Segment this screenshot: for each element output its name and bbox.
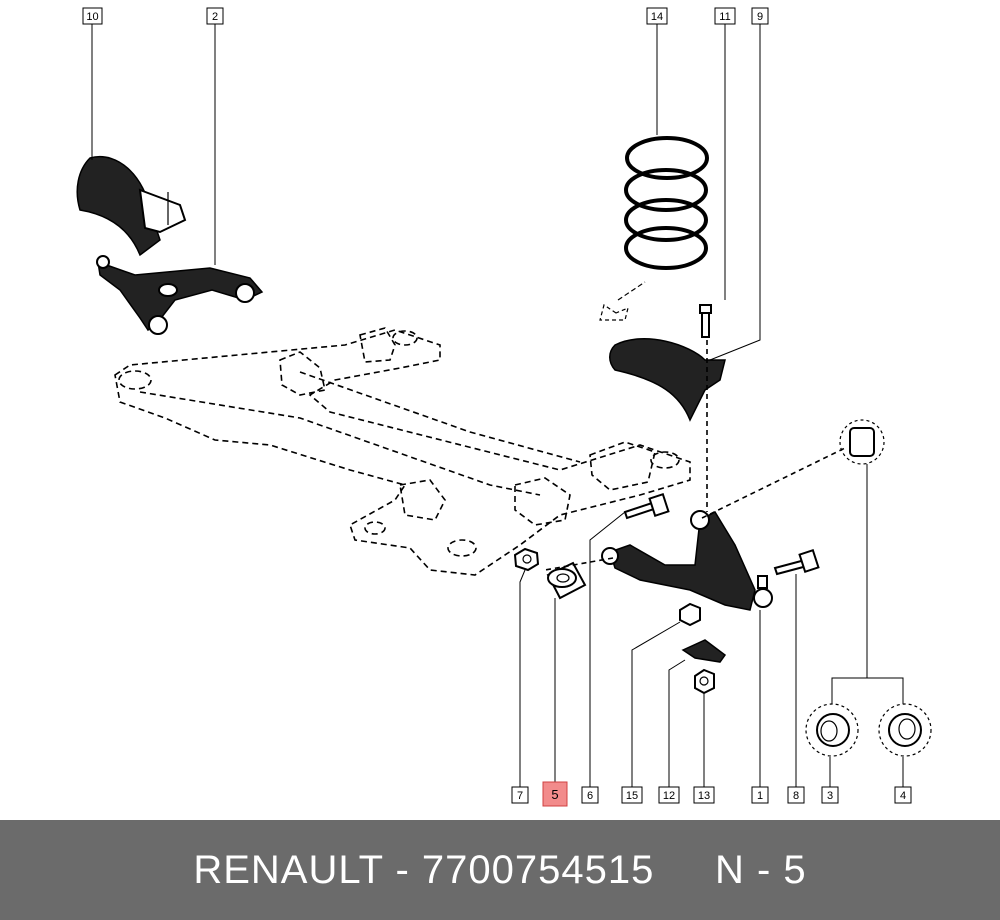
part-14-coil-spring — [599, 136, 709, 321]
svg-text:14: 14 — [651, 11, 663, 23]
footer-caption: RENAULT - 7700754515 N - 5 — [193, 848, 806, 893]
callout-4: 4 — [894, 786, 912, 804]
leader-lines — [91, 24, 904, 787]
part-4-bushing — [878, 703, 932, 757]
part-8-bolt — [773, 549, 820, 576]
svg-text:9: 9 — [757, 11, 763, 23]
callout-13: 13 — [693, 786, 715, 804]
separator: - — [395, 847, 410, 892]
callout-15: 15 — [621, 786, 643, 804]
svg-text:10: 10 — [86, 11, 98, 23]
subframe-drawing — [114, 327, 691, 576]
svg-text:1: 1 — [757, 790, 763, 802]
svg-text:11: 11 — [719, 11, 730, 23]
part-number: 7700754515 — [421, 847, 655, 892]
callout-8: 8 — [787, 786, 805, 804]
part-2-control-arm — [96, 255, 264, 335]
callout-3: 3 — [821, 786, 839, 804]
callout-6: 6 — [581, 786, 599, 804]
callout-1: 1 — [751, 786, 769, 804]
part-13-nut — [694, 668, 715, 695]
callout-12: 12 — [658, 786, 680, 804]
svg-text:12: 12 — [663, 790, 675, 802]
part-7-nut — [513, 547, 540, 572]
svg-text:5: 5 — [551, 787, 558, 802]
part-12-plate — [681, 639, 727, 663]
svg-text:6: 6 — [587, 790, 593, 802]
callout-9: 9 — [751, 7, 769, 25]
part-3-bushing — [805, 703, 859, 757]
part-5-bushing — [546, 561, 587, 600]
part-15-nut — [679, 602, 701, 627]
arm-end-bushing — [544, 419, 885, 571]
callout-11: 11 — [714, 7, 736, 25]
callout-7: 7 — [511, 786, 529, 804]
footer-bar: RENAULT - 7700754515 N - 5 — [0, 820, 1000, 920]
svg-text:8: 8 — [793, 790, 799, 802]
svg-text:15: 15 — [626, 790, 638, 802]
svg-text:4: 4 — [900, 790, 906, 802]
callout-5: 5 — [542, 781, 568, 807]
callout-2: 2 — [206, 7, 224, 25]
svg-text:2: 2 — [212, 11, 218, 23]
part-9-shield — [609, 338, 726, 512]
callout-10: 10 — [82, 7, 103, 25]
part-11-bolt — [699, 304, 712, 338]
svg-text:13: 13 — [698, 790, 710, 802]
callout-14: 14 — [646, 7, 668, 25]
brand-name: RENAULT — [193, 847, 384, 892]
part-10-shield — [76, 155, 187, 257]
svg-text:7: 7 — [517, 790, 523, 802]
suspension-exploded-diagram: 10 2 14 11 9 7 5 6 15 12 13 1 — [76, 7, 932, 807]
part-1-control-arm — [601, 510, 773, 611]
svg-text:3: 3 — [827, 790, 833, 802]
position-label: N - 5 — [714, 847, 807, 892]
part-6-bolt — [623, 493, 670, 520]
